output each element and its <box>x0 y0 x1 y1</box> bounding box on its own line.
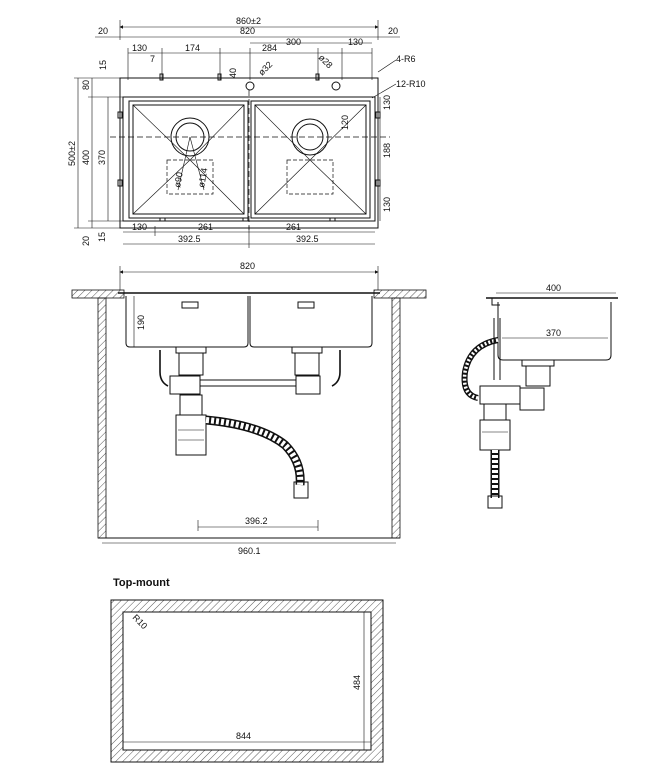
d114-label: ø114 <box>196 167 209 188</box>
top-mount-d484-label: 484 <box>352 675 362 690</box>
d174-label: 174 <box>185 43 200 53</box>
d130-right-label: 130 <box>348 37 363 47</box>
d15-top-label: 15 <box>98 60 108 70</box>
front-depth-label: 190 <box>136 315 146 330</box>
r6-label: 4-R6 <box>396 54 416 64</box>
d28-label: ø28 <box>317 52 335 70</box>
d396-label: 396.2 <box>245 516 268 526</box>
d40-label: 40 <box>228 68 238 78</box>
r10-label: 12-R10 <box>396 79 426 89</box>
b392-right-label: 392.5 <box>296 234 319 244</box>
b130-label: 130 <box>132 222 147 232</box>
flange-right-label: 20 <box>388 26 398 36</box>
d130-r2-label: 130 <box>382 197 392 212</box>
front-section-view: 820 190 <box>71 261 427 556</box>
top-mount-view: Top-mount R10 484 844 <box>110 577 384 763</box>
d300-label: 300 <box>286 37 301 47</box>
d90-label: ø90 <box>172 171 185 188</box>
d130-r1-label: 130 <box>382 95 392 110</box>
side-section-view: 400 370 <box>461 283 618 509</box>
plan-view: 860±2 20 20 820 130 174 284 300 130 7 40… <box>67 16 426 248</box>
d188-label: 188 <box>382 143 392 158</box>
d15-bottom-label: 15 <box>97 232 107 242</box>
overall-width-label: 860±2 <box>236 16 261 26</box>
side-d400-label: 400 <box>546 283 561 293</box>
flange-left-label: 20 <box>98 26 108 36</box>
d284-label: 284 <box>262 43 277 53</box>
b392-left-label: 392.5 <box>178 234 201 244</box>
b261-right-label: 261 <box>286 222 301 232</box>
top-mount-title: Top-mount <box>113 577 170 589</box>
top-mount-r10-label: R10 <box>131 612 150 631</box>
inner-width-label: 820 <box>240 26 255 36</box>
d370-label: 370 <box>97 150 107 165</box>
d7-label: 7 <box>150 54 155 64</box>
d130-left-label: 130 <box>132 43 147 53</box>
top-mount-d844-label: 844 <box>236 731 251 741</box>
d120-label: 120 <box>340 115 350 130</box>
d20-bottom-label: 20 <box>81 236 91 246</box>
d32-label: ø32 <box>256 59 274 77</box>
side-d370-label: 370 <box>546 328 561 338</box>
d960-label: 960.1 <box>238 546 261 556</box>
d400-label: 400 <box>81 150 91 165</box>
d80-label: 80 <box>81 80 91 90</box>
b261-left-label: 261 <box>198 222 213 232</box>
front-width-label: 820 <box>240 261 255 271</box>
d500-label: 500±2 <box>67 141 77 166</box>
